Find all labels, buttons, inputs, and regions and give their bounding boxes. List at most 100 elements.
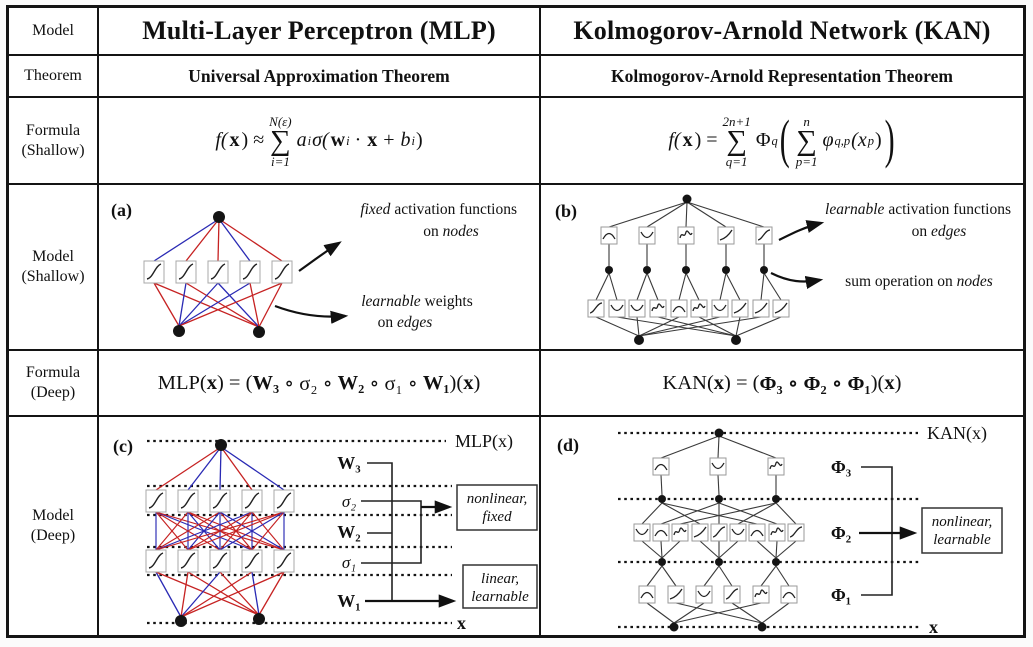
edge <box>737 502 777 525</box>
activation-curve <box>244 552 260 569</box>
edge <box>685 272 700 301</box>
activation-function-icon <box>767 457 785 476</box>
mlp-input-label: x <box>457 613 466 633</box>
activation-function-icon <box>752 585 770 604</box>
panel-b-label: (b) <box>555 201 577 222</box>
edge <box>178 282 219 327</box>
activation-curve <box>789 526 803 538</box>
activation-curve <box>693 526 707 538</box>
activation-curve <box>750 529 764 537</box>
edge <box>251 511 285 551</box>
edge <box>775 540 797 559</box>
edge <box>641 540 663 559</box>
activation-function-icon <box>649 299 667 318</box>
activation-function-icon <box>652 523 670 542</box>
edge <box>725 272 741 301</box>
node <box>605 266 613 274</box>
edge <box>641 502 663 525</box>
edge <box>219 446 222 491</box>
mlp-output-label: MLP(x) <box>455 431 513 452</box>
edge <box>646 602 675 624</box>
edge <box>155 511 221 551</box>
activation-curve <box>244 492 260 509</box>
edge <box>660 474 663 496</box>
edge <box>660 502 720 525</box>
activation-curve <box>146 263 162 280</box>
node <box>715 558 723 566</box>
activation-curve <box>654 529 668 537</box>
activation-curve <box>640 231 654 239</box>
mlp-deep-formula: MLP(x) = (W₃ ∘ σ₂ ∘W₂ ∘ σ₁ ∘W₁)(x) <box>97 349 539 415</box>
edge <box>686 201 765 228</box>
nonlinear-fixed-callout <box>456 484 538 531</box>
activation-curve <box>276 492 292 509</box>
on-edges-annotation: on edges <box>912 223 967 240</box>
svg-text:learnable: learnable <box>933 532 991 548</box>
edge <box>185 218 220 262</box>
node <box>757 622 767 632</box>
edge <box>187 571 260 616</box>
activation-curve <box>212 552 228 569</box>
edge <box>638 316 721 337</box>
mlp-shallow-network <box>143 211 293 338</box>
activation-curve <box>602 232 616 240</box>
mlp-column-header: Multi-Layer Perceptron (MLP) <box>97 8 539 54</box>
edge <box>660 435 720 459</box>
activation-curve <box>589 302 603 314</box>
panel-d-label: (d) <box>557 435 579 456</box>
edge <box>686 201 727 228</box>
on-edges-annotation: on edges <box>378 314 433 331</box>
node <box>722 266 730 274</box>
activation-curve <box>770 527 784 536</box>
activation-function-icon <box>670 299 688 318</box>
w3-label: W₃ <box>337 453 361 473</box>
activation-curve <box>711 462 725 470</box>
node <box>682 266 690 274</box>
edge <box>685 201 688 228</box>
edge <box>217 218 220 262</box>
edge <box>155 446 222 491</box>
activation-curve <box>672 305 686 313</box>
activation-curve <box>148 492 164 509</box>
edge <box>638 316 680 337</box>
activation-curve <box>692 303 706 312</box>
edge <box>218 218 251 262</box>
edge <box>673 602 762 624</box>
edge <box>717 474 720 496</box>
activation-function-icon <box>633 523 651 542</box>
activation-function-icon <box>709 457 727 476</box>
node <box>173 325 185 337</box>
edge <box>155 571 182 618</box>
w1-label: W₁ <box>337 591 360 611</box>
svg-text:linear,: linear, <box>481 571 519 587</box>
activation-curve <box>712 526 726 538</box>
fixed-activation-annotation: fixed activation functions <box>360 201 517 218</box>
mlp-deep-network <box>145 439 295 627</box>
edge <box>636 316 640 337</box>
svg-text:learnable: learnable <box>471 589 529 605</box>
edge <box>595 272 610 301</box>
phi-bracket <box>861 466 893 596</box>
comparison-table: Model Multi-Layer Perceptron (MLP) Kolmo… <box>6 5 1026 638</box>
activation-function-icon <box>772 299 790 318</box>
edge <box>251 571 260 616</box>
edge <box>679 502 777 525</box>
phi2-label: Φ₂ <box>831 523 851 543</box>
edge <box>673 602 705 624</box>
learnable-weights-annotation: learnable weights <box>361 293 473 310</box>
activation-curve <box>733 302 747 314</box>
edge <box>763 272 782 301</box>
sigma-bracket <box>361 500 422 564</box>
edge <box>636 272 648 301</box>
inner-sum-operator: n∑p=1 <box>795 113 818 170</box>
edge <box>187 511 285 551</box>
edge <box>180 571 221 618</box>
phi1-label: Φ₁ <box>831 585 851 605</box>
activation-curve <box>610 304 624 312</box>
activation-function-icon <box>628 299 646 318</box>
node <box>643 266 651 274</box>
edge <box>661 540 681 559</box>
kan-shallow-diagram-cell: (b) learnable activation functions on ed… <box>539 183 1023 349</box>
activation-function-icon <box>752 299 770 318</box>
